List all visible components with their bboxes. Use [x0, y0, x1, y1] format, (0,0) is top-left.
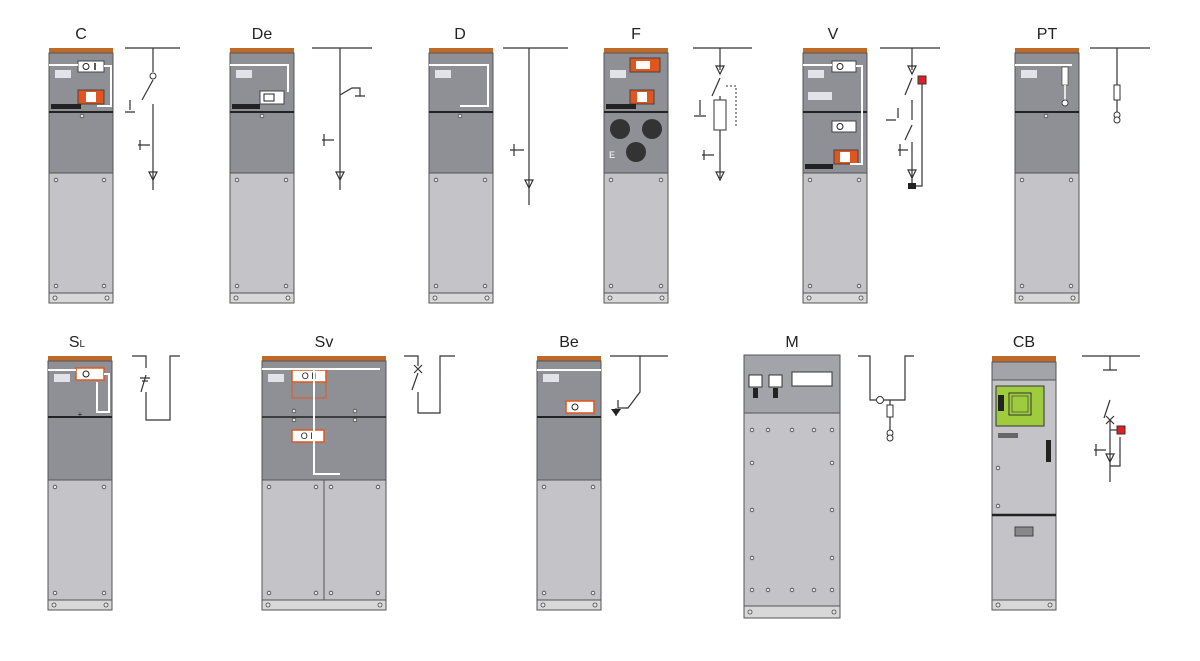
sv-top-switch-mark: O II — [302, 371, 317, 381]
panel-be: Be — [536, 334, 668, 611]
panel-f-e-mark: E — [609, 150, 615, 160]
panel-sv-label: Sv — [315, 334, 334, 351]
panel-cb-label: CB — [1013, 334, 1035, 351]
panel-m: M — [743, 334, 914, 619]
panel-m-label: M — [785, 334, 798, 351]
panel-c: C — [48, 26, 180, 304]
panel-de: De — [229, 26, 372, 304]
panel-pt-label: PT — [1037, 26, 1058, 43]
panel-cb: CB — [991, 334, 1140, 611]
panel-v-label: V — [828, 26, 839, 43]
panel-sl-label: SL — [69, 334, 86, 351]
panel-be-label: Be — [559, 334, 579, 351]
panel-v: V — [802, 26, 940, 304]
panel-c-label: C — [75, 26, 87, 43]
panel-sl: SL + — [47, 334, 180, 611]
panel-de-label: De — [252, 26, 273, 43]
panel-d: D — [428, 26, 568, 304]
panel-pt: PT — [1014, 26, 1150, 304]
panel-f: F E — [603, 26, 752, 304]
panel-f-label: F — [631, 26, 641, 43]
panel-sv: Sv O II O II — [261, 334, 455, 611]
sv-bottom-switch-mark: O II — [301, 431, 316, 441]
svg-text:+: + — [78, 410, 83, 419]
panel-d-label: D — [454, 26, 466, 43]
